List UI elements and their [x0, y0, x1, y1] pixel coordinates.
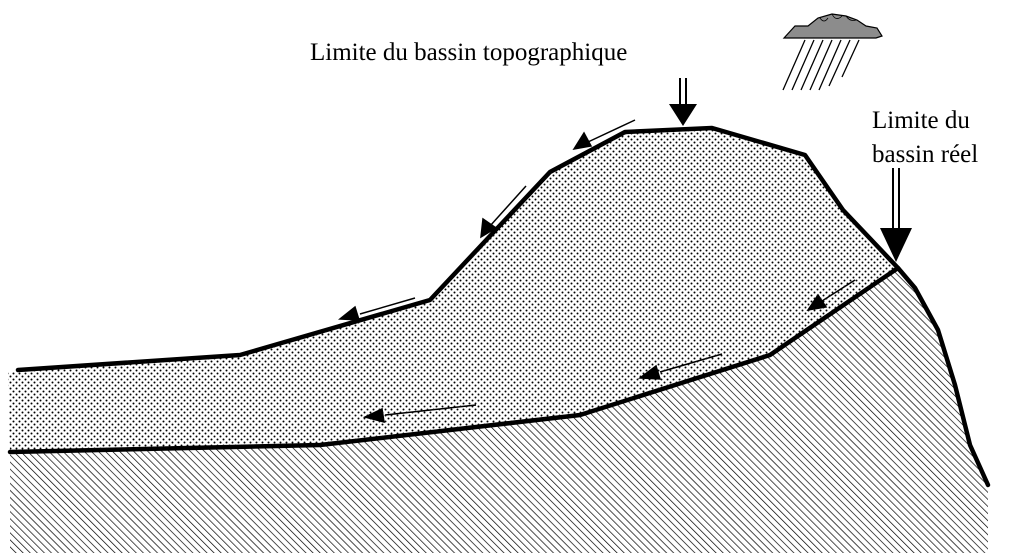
rain-cloud-icon — [782, 13, 883, 91]
surface-arrow-1 — [572, 119, 636, 151]
surface-arrow-2 — [480, 185, 527, 239]
subsurface-flow-arrows — [362, 279, 856, 424]
impermeable-layer-line — [7, 265, 901, 455]
topographic-limit-label: Limite du bassin topographique — [310, 39, 627, 66]
topographic-surface-line — [15, 125, 991, 488]
impermeable-substratum — [10, 268, 988, 553]
real-limit-label-line1: Limite du — [872, 107, 970, 134]
subsurface-arrow-2 — [637, 353, 723, 380]
real-limit-arrow — [880, 168, 912, 262]
subsurface-arrow-1 — [806, 279, 856, 312]
permeable-soil-layer — [8, 128, 898, 452]
topographic-limit-arrow — [669, 78, 697, 126]
surface-runoff-arrows — [337, 119, 636, 321]
subsurface-arrow-3 — [362, 404, 477, 424]
surface-arrow-3 — [337, 297, 416, 321]
real-limit-label-line2: bassin réel — [872, 141, 978, 168]
